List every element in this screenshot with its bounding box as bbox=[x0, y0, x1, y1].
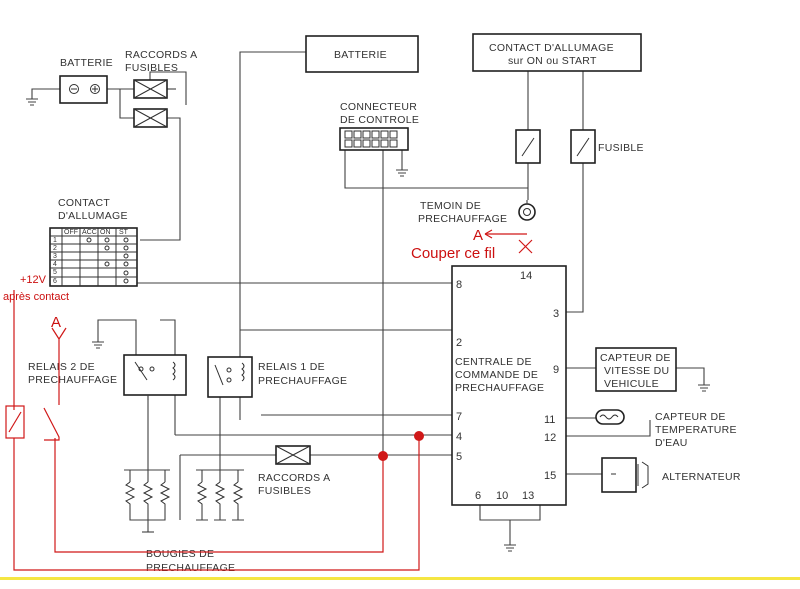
fuse-block-top bbox=[133, 79, 168, 128]
pin-8: 8 bbox=[456, 279, 462, 291]
lamp-label-2: PRECHAUFFAGE bbox=[418, 213, 507, 225]
relay2-label-2: PRECHAUFFAGE bbox=[28, 374, 117, 386]
fuse-bottom-label-2: FUSIBLES bbox=[258, 485, 311, 497]
temp-label-2: TEMPERATURE bbox=[655, 424, 737, 436]
relay2-label-1: RELAIS 2 DE bbox=[28, 361, 95, 373]
switch-header-st: ST bbox=[119, 229, 129, 236]
marker-a-right: A bbox=[473, 227, 483, 244]
switch-header-on: ON bbox=[100, 229, 111, 236]
relay1-label-1: RELAIS 1 DE bbox=[258, 361, 325, 373]
ecu-label-2: COMMANDE DE bbox=[455, 369, 538, 381]
switch-row-4: 4 bbox=[53, 261, 57, 268]
switch-row-6: 6 bbox=[53, 278, 57, 285]
pin-5: 5 bbox=[456, 451, 462, 463]
battery-top-label: BATTERIE bbox=[334, 49, 387, 61]
switch-header-off: OFF bbox=[64, 229, 78, 236]
footer-line bbox=[0, 577, 800, 580]
ecu-label-3: PRECHAUFFAGE bbox=[455, 382, 544, 394]
fuses-top-right bbox=[515, 129, 596, 164]
pin-13: 13 bbox=[522, 490, 534, 502]
alternator-label: ALTERNATEUR bbox=[662, 471, 741, 483]
contact-top-label-1: CONTACT D'ALLUMAGE bbox=[489, 42, 614, 54]
ignition-contact-top bbox=[472, 33, 642, 72]
pin-7: 7 bbox=[456, 411, 462, 423]
pin-4: 4 bbox=[456, 431, 462, 443]
switch-row-1: 1 bbox=[53, 237, 57, 244]
battery-top bbox=[305, 35, 419, 73]
lamp-label-1: TEMOIN DE bbox=[420, 200, 481, 212]
pin-15: 15 bbox=[544, 470, 556, 482]
pin-11: 11 bbox=[544, 414, 555, 426]
temp-label-3: D'EAU bbox=[655, 437, 688, 449]
fuse-bottom-label-1: RACCORDS A bbox=[258, 472, 330, 484]
temp-label-1: CAPTEUR DE bbox=[655, 411, 726, 423]
glow-plugs-label-2: PRECHAUFFAGE bbox=[146, 562, 235, 574]
fuse-top-label-2: FUSIBLES bbox=[125, 62, 178, 74]
speed-label-3: VEHICULE bbox=[604, 378, 659, 390]
switch-row-3: 3 bbox=[53, 253, 57, 260]
glow-plugs-label-1: BOUGIES DE bbox=[146, 548, 214, 560]
pin-6: 6 bbox=[475, 490, 481, 502]
switch-header-acc: ACC bbox=[82, 229, 97, 236]
marker-a-left: A bbox=[51, 314, 61, 331]
contact-left-label-2: D'ALLUMAGE bbox=[58, 210, 128, 222]
warning-lamp bbox=[518, 200, 536, 221]
plus12-note: +12V bbox=[20, 274, 47, 286]
red-annotations: A Couper ce fil +12V après contact A bbox=[3, 227, 533, 571]
battery-left-label: BATTERIE bbox=[60, 57, 113, 69]
relay-2 bbox=[123, 354, 187, 400]
diagnostic-connector bbox=[339, 127, 409, 151]
labels: BATTERIE RACCORDS A FUSIBLES BATTERIE CO… bbox=[28, 42, 741, 574]
speed-label-2: VITESSE DU bbox=[604, 365, 669, 377]
contact-top-label-2: sur ON ou START bbox=[508, 55, 597, 67]
pin-10: 10 bbox=[496, 490, 508, 502]
contact-left-label-1: CONTACT bbox=[58, 197, 110, 209]
speed-label-1: CAPTEUR DE bbox=[600, 352, 671, 364]
pin-9: 9 bbox=[553, 364, 559, 376]
wires bbox=[26, 51, 710, 552]
battery-left bbox=[59, 75, 108, 104]
connector-label-2: DE CONTROLE bbox=[340, 114, 419, 126]
cut-wire-note: Couper ce fil bbox=[411, 245, 495, 262]
ignition-switch-table: OFF ACC ON ST 1 2 3 4 5 6 bbox=[49, 227, 138, 287]
switch-row-2: 2 bbox=[53, 245, 57, 252]
junction-dot-left bbox=[378, 451, 388, 461]
switch-row-5: 5 bbox=[53, 269, 57, 276]
relay-1 bbox=[207, 356, 253, 398]
connector-label-1: CONNECTEUR bbox=[340, 101, 417, 113]
pin-14: 14 bbox=[520, 270, 532, 282]
pin-2: 2 bbox=[456, 337, 462, 349]
pin-3: 3 bbox=[553, 308, 559, 320]
control-unit bbox=[451, 265, 567, 506]
relay1-label-2: PRECHAUFFAGE bbox=[258, 375, 347, 387]
alternator bbox=[601, 457, 649, 493]
ecu-label-1: CENTRALE DE bbox=[455, 356, 532, 368]
junction-dot-right bbox=[414, 431, 424, 441]
glow-plug-resistors bbox=[124, 481, 244, 508]
after-contact-note: après contact bbox=[3, 291, 69, 303]
speed-sensor bbox=[595, 347, 677, 392]
temp-sensor bbox=[595, 409, 625, 425]
fuse-top-label-1: RACCORDS A bbox=[125, 49, 197, 61]
pin-12: 12 bbox=[544, 432, 556, 444]
pin-numbers: 14 8 3 2 9 7 11 4 12 5 15 6 10 13 bbox=[456, 270, 559, 502]
fuse-block-bottom bbox=[275, 445, 311, 465]
fuse-label: FUSIBLE bbox=[598, 142, 644, 154]
